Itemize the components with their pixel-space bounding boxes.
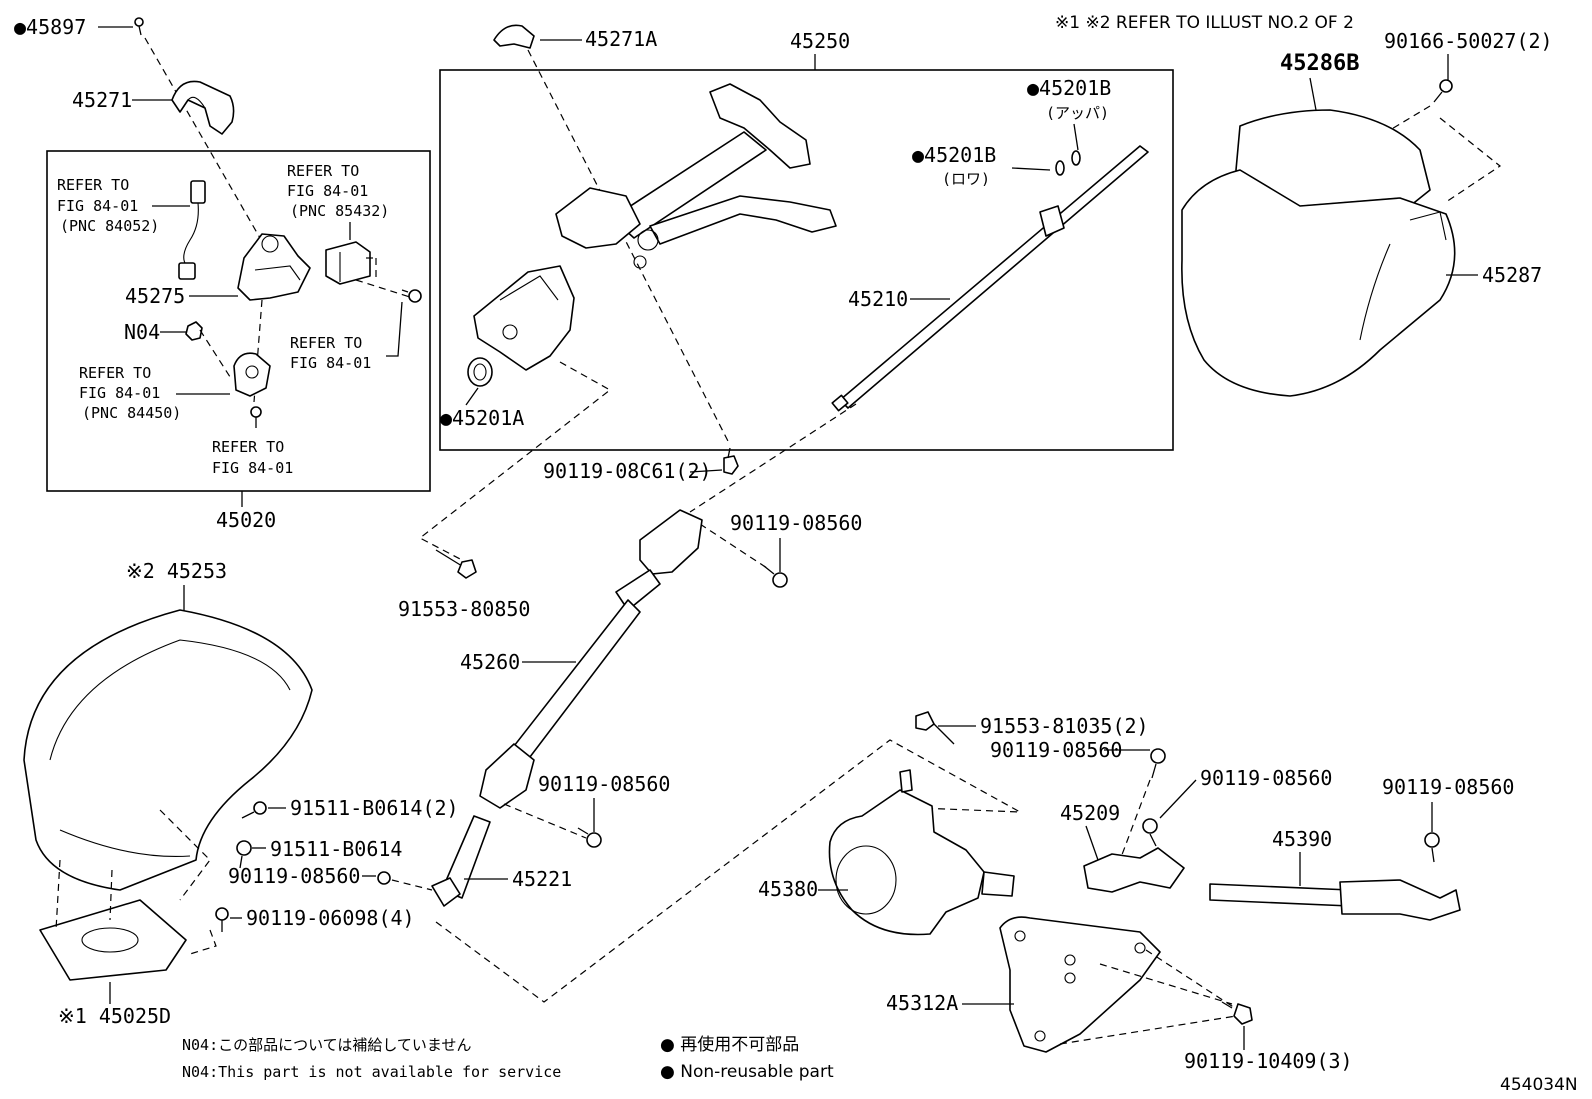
bracket-45271[interactable] bbox=[171, 80, 235, 135]
nut-N04[interactable] bbox=[185, 321, 203, 341]
shaft-45221[interactable] bbox=[431, 815, 491, 907]
label-45271A: 45271A bbox=[585, 27, 657, 51]
figure-id: 454034N bbox=[1500, 1075, 1578, 1095]
label-N04: N04 bbox=[124, 320, 160, 344]
legend-jp: ● 再使用不可部品 bbox=[660, 1034, 799, 1055]
bolt-91511-B0614-2[interactable] bbox=[241, 801, 267, 819]
label-45312A: 45312A bbox=[886, 991, 958, 1015]
boot-cover-45253[interactable] bbox=[23, 609, 313, 891]
clamp-45271A[interactable] bbox=[493, 24, 535, 49]
refer-note-1-line3: (PNC 84052) bbox=[60, 217, 159, 235]
bolt-90119-06098[interactable] bbox=[215, 907, 229, 932]
main-shaft-45210[interactable] bbox=[831, 145, 1149, 412]
refer-note-5-line1: REFER TO bbox=[212, 438, 284, 456]
switch-85432[interactable] bbox=[325, 241, 371, 285]
bolt-90119-10409[interactable] bbox=[1221, 1001, 1253, 1025]
intermediate-shaft-45260[interactable] bbox=[479, 509, 703, 809]
snap-rings-45201B[interactable] bbox=[1055, 150, 1081, 176]
label-90119-08C61: 90119-08C61(2) bbox=[543, 459, 712, 483]
screw-refer-84-01[interactable] bbox=[401, 289, 422, 303]
label-45210: 45210 bbox=[848, 287, 908, 311]
bolt-90119-08560-a[interactable] bbox=[763, 565, 788, 588]
legend-en: ● Non-reusable part bbox=[660, 1062, 834, 1082]
bolt-90119-08560-e[interactable] bbox=[1142, 818, 1158, 847]
bolt-90119-08560-c[interactable] bbox=[377, 871, 391, 885]
label-90166-50027: 90166-50027(2) bbox=[1384, 29, 1553, 53]
refer-note-2-line1: REFER TO bbox=[287, 162, 359, 180]
screw-small-refer[interactable] bbox=[250, 406, 262, 428]
label-45250: 45250 bbox=[790, 29, 850, 53]
label-90119-06098: 90119-06098(4) bbox=[246, 906, 415, 930]
label-90119-10409: 90119-10409(3) bbox=[1184, 1049, 1353, 1073]
key-cylinder-84450[interactable] bbox=[233, 352, 271, 397]
label-90119-08560-d: 90119-08560 bbox=[990, 738, 1122, 762]
label-45275: 45275 bbox=[125, 284, 185, 308]
refer-note-5-line2: FIG 84-01 bbox=[212, 459, 293, 477]
refer-note-2-line3: (PNC 85432) bbox=[290, 202, 389, 220]
label-45201B-upper-sub: (アッパ) bbox=[1046, 104, 1109, 122]
label-91511-B0614: 91511-B0614 bbox=[270, 837, 402, 861]
label-45287: 45287 bbox=[1482, 263, 1542, 287]
assembly-box-45250 bbox=[439, 69, 1174, 451]
refer-note-3-line2: FIG 84-01 bbox=[290, 354, 371, 372]
refer-note-3-line1: REFER TO bbox=[290, 334, 362, 352]
footnote-n04-en: N04:This part is not available for servi… bbox=[182, 1063, 561, 1081]
label-45260: 45260 bbox=[460, 650, 520, 674]
header-note: ※1 ※2 REFER TO ILLUST NO.2 OF 2 bbox=[1055, 13, 1354, 33]
bolt-91511-B0614[interactable] bbox=[236, 840, 252, 869]
joint-45209[interactable] bbox=[1083, 847, 1185, 893]
label-90119-08560-e: 90119-08560 bbox=[1200, 766, 1332, 790]
refer-note-4-line1: REFER TO bbox=[79, 364, 151, 382]
connector-harness-84052[interactable] bbox=[178, 180, 206, 280]
label-90119-08560-a: 90119-08560 bbox=[730, 511, 862, 535]
housing-45275[interactable] bbox=[237, 233, 311, 301]
bracket-45312A[interactable] bbox=[999, 916, 1161, 1053]
label-45201B-lower-sub: (ロワ) bbox=[942, 170, 990, 188]
refer-note-2-line2: FIG 84-01 bbox=[287, 182, 368, 200]
label-45390: 45390 bbox=[1272, 827, 1332, 851]
label-91511-B0614-2: 91511-B0614(2) bbox=[290, 796, 459, 820]
label-45209: 45209 bbox=[1060, 801, 1120, 825]
refer-note-4-line2: FIG 84-01 bbox=[79, 384, 160, 402]
bolt-91553-80850[interactable] bbox=[435, 549, 477, 579]
bolt-90119-08560-b[interactable] bbox=[577, 827, 602, 848]
label-45253: ※2 45253 bbox=[126, 559, 227, 583]
plate-45025D[interactable] bbox=[39, 899, 187, 981]
label-45201A: ●45201A bbox=[440, 406, 524, 430]
screw-90166-50027[interactable] bbox=[1433, 79, 1453, 103]
shaft-45390[interactable] bbox=[1209, 879, 1461, 921]
footnote-n04-jp: N04:この部品については補給していません bbox=[182, 1036, 471, 1054]
bolt-90119-08560-d[interactable] bbox=[1150, 748, 1166, 779]
refer-note-1-line2: FIG 84-01 bbox=[57, 197, 138, 215]
label-91553-80850: 91553-80850 bbox=[398, 597, 530, 621]
label-45020: 45020 bbox=[216, 508, 276, 532]
label-90119-08560-c: 90119-08560 bbox=[228, 864, 360, 888]
gearbox-45380[interactable] bbox=[828, 769, 1015, 936]
label-90119-08560-f: 90119-08560 bbox=[1382, 775, 1514, 799]
label-45286B: 45286B bbox=[1280, 51, 1359, 76]
bushing-45201A[interactable] bbox=[467, 357, 493, 387]
refer-note-4-line3: (PNC 84450) bbox=[82, 404, 181, 422]
label-90119-08560-b: 90119-08560 bbox=[538, 772, 670, 796]
label-45271: 45271 bbox=[72, 88, 132, 112]
label-45201B-lower: ●45201B bbox=[912, 143, 996, 167]
label-45221: 45221 bbox=[512, 867, 572, 891]
steering-column-45250[interactable] bbox=[473, 83, 837, 371]
refer-note-1-line1: REFER TO bbox=[57, 176, 129, 194]
column-cover-lower-45287[interactable] bbox=[1181, 169, 1456, 397]
clip-45897[interactable] bbox=[134, 17, 144, 36]
bolt-90119-08C61[interactable] bbox=[723, 447, 739, 475]
bolt-90119-08560-f[interactable] bbox=[1424, 832, 1440, 863]
label-45897: ●45897 bbox=[14, 15, 86, 39]
label-91553-81035: 91553-81035(2) bbox=[980, 714, 1149, 738]
label-45201B-upper: ●45201B bbox=[1027, 76, 1111, 100]
bolt-91553-81035[interactable] bbox=[915, 711, 955, 745]
assembly-box-45020 bbox=[46, 150, 431, 492]
label-45025D: ※1 45025D bbox=[58, 1004, 171, 1028]
label-45380: 45380 bbox=[758, 877, 818, 901]
